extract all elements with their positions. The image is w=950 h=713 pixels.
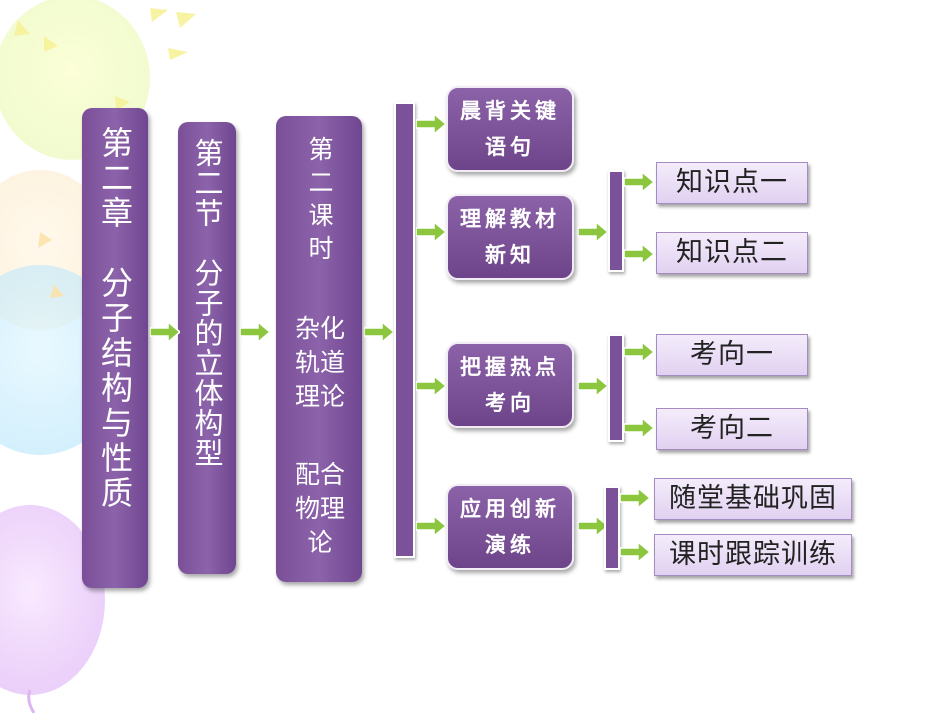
chapter-title: 第二章 分子结构与性质 xyxy=(96,126,134,511)
direction-1[interactable]: 考向一 xyxy=(656,334,808,376)
arrow-to-practice-1 xyxy=(620,488,650,508)
chapter-box: 第二章 分子结构与性质 xyxy=(82,108,148,588)
arrow-to-direction-2 xyxy=(624,418,654,438)
arrow-to-module-1 xyxy=(416,114,446,134)
lesson-topic-2: 配合物理论 xyxy=(294,460,345,557)
arrow-to-knowledge-1 xyxy=(624,172,654,192)
direction-2[interactable]: 考向二 xyxy=(656,408,808,450)
arrow-chapter-to-section xyxy=(150,322,180,342)
module-hotspot-directions[interactable]: 把握热点考向 xyxy=(446,342,574,428)
arrow-lesson-to-modules xyxy=(364,322,394,342)
module-morning-key-sentences[interactable]: 晨背关键语句 xyxy=(446,86,574,172)
arrow-section-to-lesson xyxy=(240,322,270,342)
arrow-module-3-to-subitems xyxy=(578,376,608,396)
subitem-bar-practice xyxy=(604,486,620,570)
module-label: 理解教材新知 xyxy=(460,207,560,267)
arrow-to-module-4 xyxy=(416,516,446,536)
module-understand-textbook[interactable]: 理解教材新知 xyxy=(446,194,574,280)
subitem-bar-hotspot xyxy=(608,334,624,442)
arrow-to-module-2 xyxy=(416,222,446,242)
knowledge-point-2[interactable]: 知识点二 xyxy=(656,232,808,274)
section-box: 第二节 分子的立体构型 xyxy=(178,122,236,574)
section-title: 第二节 分子的立体构型 xyxy=(190,138,224,468)
arrow-to-knowledge-2 xyxy=(624,244,654,264)
arrow-to-practice-2 xyxy=(620,542,650,562)
module-label: 把握热点考向 xyxy=(460,355,560,415)
module-connector-bar xyxy=(394,102,415,558)
lesson-tracking-training[interactable]: 课时跟踪训练 xyxy=(654,534,852,576)
knowledge-point-1[interactable]: 知识点一 xyxy=(656,162,808,204)
lesson-title: 第二课时 xyxy=(305,136,334,268)
subitem-bar-understand xyxy=(608,170,624,272)
arrow-module-4-to-subitems xyxy=(578,516,608,536)
arrow-module-2-to-subitems xyxy=(578,222,608,242)
module-label: 晨背关键语句 xyxy=(460,99,560,159)
module-application-practice[interactable]: 应用创新演练 xyxy=(446,484,574,570)
arrow-to-direction-1 xyxy=(624,342,654,362)
arrow-to-module-3 xyxy=(416,376,446,396)
in-class-basic-consolidation[interactable]: 随堂基础巩固 xyxy=(654,478,852,520)
lesson-topic-1: 杂化轨道理论 xyxy=(294,314,345,411)
module-label: 应用创新演练 xyxy=(460,497,560,557)
lesson-box: 第二课时 杂化轨道理论 配合物理论 xyxy=(276,116,362,582)
